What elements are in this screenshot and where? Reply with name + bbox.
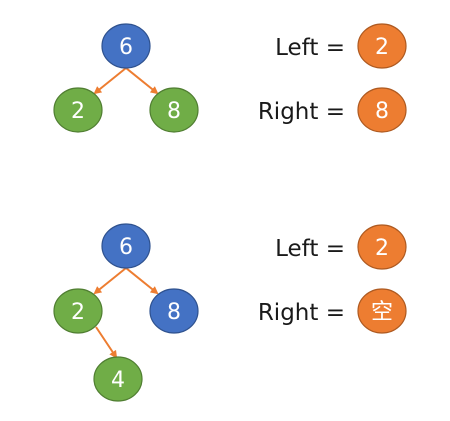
right-child-node: 8 xyxy=(149,288,199,334)
right-result-node: 8 xyxy=(357,87,407,133)
left-result-node: 2 xyxy=(357,224,407,270)
root-node: 6 xyxy=(101,23,151,69)
left-child-node: 2 xyxy=(53,87,103,133)
right-result-equals: = xyxy=(326,300,345,326)
left-result-label-text: Left xyxy=(275,236,318,262)
left-result-node: 2 xyxy=(357,23,407,69)
right-child-value: 8 xyxy=(167,300,181,325)
right-result-equals: = xyxy=(326,99,345,125)
root-node: 6 xyxy=(101,223,151,269)
example2-tree: 6 2 8 4 xyxy=(53,223,199,402)
grandchild-node: 4 xyxy=(93,356,143,402)
edge-root-to-left xyxy=(93,267,127,295)
left-result-equals: = xyxy=(326,236,345,262)
right-result-node: 空 xyxy=(357,288,407,334)
root-node-value: 6 xyxy=(119,35,133,60)
left-result-value: 2 xyxy=(375,35,389,60)
example1-tree: 6 2 8 xyxy=(53,23,199,133)
example1-results: Left = 2 Right = 8 xyxy=(258,23,407,133)
example2-results: Left = 2 Right = 空 xyxy=(258,224,407,334)
edge-root-to-left xyxy=(93,67,127,95)
right-child-value: 8 xyxy=(167,99,181,124)
right-result-label-text: Right xyxy=(258,300,319,326)
left-child-value: 2 xyxy=(71,99,85,124)
right-result-value: 8 xyxy=(375,99,389,124)
left-child-node: 2 xyxy=(53,288,103,334)
left-child-value: 2 xyxy=(71,300,85,325)
right-result-label-text: Right xyxy=(258,99,319,125)
edge-root-to-right xyxy=(125,67,159,95)
left-result-label: Left = xyxy=(275,35,345,61)
left-result-value: 2 xyxy=(375,236,389,261)
right-result-label: Right = xyxy=(258,99,345,125)
right-child-node: 8 xyxy=(149,87,199,133)
edge-root-to-right xyxy=(125,267,159,295)
left-result-equals: = xyxy=(326,35,345,61)
right-result-label: Right = xyxy=(258,300,345,326)
left-result-label-text: Left xyxy=(275,35,318,61)
edge-left-to-grandchild xyxy=(95,326,118,359)
left-result-label: Left = xyxy=(275,236,345,262)
root-node-value: 6 xyxy=(119,235,133,260)
right-result-value: 空 xyxy=(371,300,393,325)
grandchild-value: 4 xyxy=(111,368,125,393)
